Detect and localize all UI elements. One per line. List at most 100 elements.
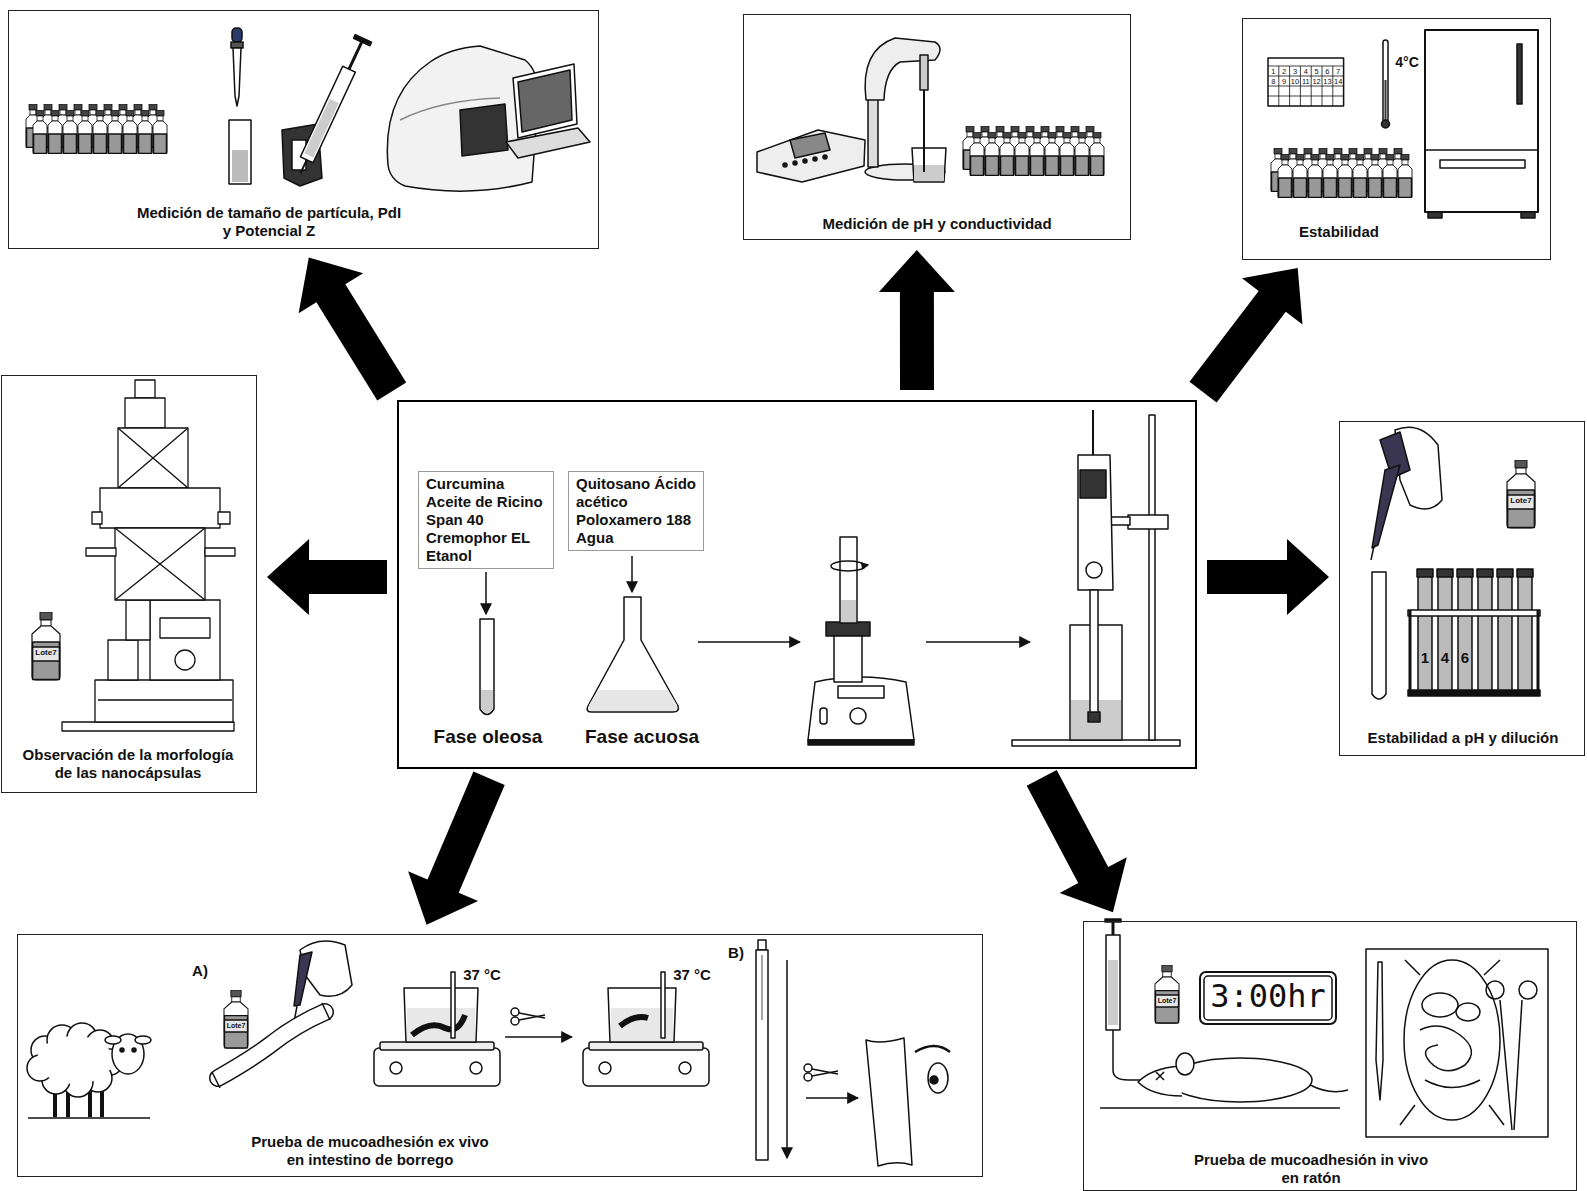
- refrigerator: [1425, 149, 1538, 151]
- calendar-day: 3: [1293, 68, 1297, 76]
- vial: [1015, 132, 1029, 176]
- laptop: [506, 64, 590, 158]
- mouse: [1176, 1053, 1194, 1075]
- vial: [1075, 132, 1089, 176]
- microscope: [95, 680, 233, 722]
- tube-rack: [1437, 569, 1453, 577]
- hot-plate: [380, 1042, 494, 1050]
- calendar-line: [1311, 66, 1312, 106]
- ph-meter: [823, 155, 827, 159]
- scissors: [519, 1015, 545, 1020]
- calendar-line: [1332, 66, 1333, 106]
- vial: [123, 110, 137, 154]
- dissection: [1420, 1026, 1471, 1071]
- vial: [1323, 154, 1337, 198]
- syringe: [756, 940, 768, 1160]
- calendar-frame: [1268, 58, 1344, 106]
- tube-rack: [1409, 610, 1412, 696]
- microscope: [160, 618, 210, 638]
- panel-box: Medición de pH y conductividad: [743, 14, 1131, 240]
- sheep: [27, 1023, 123, 1097]
- microscope: [115, 528, 205, 600]
- vial: [1368, 154, 1382, 198]
- temperature-label: 4°C: [1395, 55, 1419, 69]
- refrigerator: [1428, 212, 1442, 218]
- vial: [1383, 154, 1397, 198]
- syringe: [304, 99, 338, 158]
- intestine: [322, 1003, 330, 1020]
- panel-letter: B): [728, 945, 744, 960]
- vial: [1293, 154, 1307, 198]
- flask: [631, 556, 633, 592]
- panel-title: Estabilidad a pH y dilución: [1348, 729, 1578, 747]
- bottle: [32, 612, 60, 680]
- timer: [1200, 972, 1336, 1024]
- mouse: [1138, 1066, 1182, 1096]
- scissors: [511, 1017, 519, 1025]
- panel-box: Prueba de mucoadhesión in vivo en ratón: [1083, 921, 1577, 1191]
- thermometer: [1382, 40, 1390, 128]
- homogenizer: [1149, 415, 1155, 740]
- electrode-stand: [923, 90, 925, 172]
- calendar-day: 13: [1323, 78, 1331, 86]
- phase-label: Fase acuosa: [567, 726, 717, 749]
- tube-rack: [1537, 610, 1540, 696]
- calendar-line: [1268, 66, 1344, 67]
- ingredient-box: Quitosano Ácido acético Poloxamero 188 A…: [568, 471, 704, 551]
- sheep: [105, 1036, 121, 1044]
- refrigerator: [1440, 160, 1525, 168]
- vial: [108, 110, 122, 154]
- tube-number: 6: [1461, 650, 1469, 665]
- block-arrow: [408, 772, 505, 925]
- cuvette: [229, 120, 251, 184]
- dissection: [1376, 962, 1383, 1100]
- vortex-mixer: [826, 622, 870, 636]
- hot-plate: [374, 1048, 500, 1086]
- calendar-line: [1268, 96, 1344, 97]
- bottle-label: Lote7: [1510, 497, 1531, 505]
- ingredient-box: Curcumina Aceite de Ricino Span 40 Cremo…: [418, 471, 554, 569]
- hot-plate: [679, 1062, 691, 1074]
- calendar-day: 2: [1282, 68, 1286, 76]
- intestine-strip: [866, 1038, 912, 1166]
- block-arrow: [879, 250, 955, 390]
- scissors: [812, 1071, 838, 1076]
- mouse: [1156, 1072, 1164, 1080]
- calendar-line: [1278, 66, 1279, 106]
- timer: [1200, 972, 1336, 1024]
- intestine: [212, 1072, 220, 1088]
- hot-plate: [583, 1048, 709, 1086]
- homogenizer: [1090, 590, 1098, 718]
- microscope: [118, 428, 188, 488]
- vial: [985, 132, 999, 176]
- calendar-day: 8: [1271, 78, 1275, 86]
- hot-plate: [407, 1008, 475, 1041]
- vial: [33, 110, 47, 154]
- microscope: [92, 512, 102, 524]
- process-arrow: [505, 1036, 572, 1038]
- zetasizer: [460, 104, 508, 156]
- calendar-line: [1322, 66, 1323, 106]
- calendar-line: [1268, 76, 1344, 77]
- tube-rack: [1408, 610, 1540, 616]
- flask: [587, 556, 678, 712]
- tube-rack: [1457, 569, 1473, 577]
- zetasizer: [387, 46, 538, 191]
- vial: [1353, 154, 1367, 198]
- panel-title: Observación de la morfología de las nano…: [17, 746, 239, 782]
- syringe: [349, 42, 362, 69]
- laptop: [518, 70, 572, 132]
- dissection: [1366, 949, 1548, 1137]
- syringe: [1113, 1030, 1140, 1080]
- panel-title: Medición de tamaño de partícula, PdI y P…: [134, 204, 404, 240]
- process-arrow: [806, 1097, 858, 1099]
- hot-plate: [412, 1015, 465, 1035]
- hot-plate: [589, 1042, 703, 1050]
- syringe: [1106, 935, 1120, 1030]
- vortex-mixer: [840, 537, 857, 623]
- tube-rack: [1517, 569, 1533, 577]
- calendar: [1268, 58, 1344, 106]
